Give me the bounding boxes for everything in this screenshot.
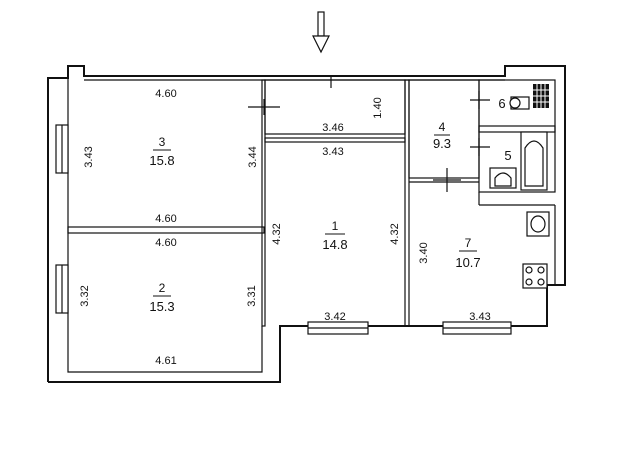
bathtub-icon: [520, 131, 548, 191]
dim-hall-width: 3.46: [322, 122, 343, 134]
dim-room1-left: 4.32: [271, 223, 283, 244]
kitchen-sink-icon: [526, 211, 550, 237]
dim-room1-right: 4.32: [389, 223, 401, 244]
room-3-area: 15.8: [149, 153, 174, 168]
room-4-number: 4: [439, 120, 446, 134]
door-markers: [248, 91, 490, 192]
room-2-number: 2: [159, 281, 166, 295]
room-5-number: 5: [504, 148, 511, 163]
dim-room1-bottom: 3.42: [324, 311, 345, 323]
room-1-area: 14.8: [322, 237, 347, 252]
room-7-number: 7: [465, 236, 472, 250]
dim-room3-left: 3.43: [83, 146, 95, 167]
room-6-number: 6: [498, 96, 505, 111]
dim-room2-left: 3.32: [79, 285, 91, 306]
dim-room3-right: 3.44: [247, 146, 259, 167]
sink-icon: [489, 167, 517, 189]
dim-room3-bottom: 4.60: [155, 213, 176, 225]
dim-room7-left: 3.40: [418, 242, 430, 263]
dim-room3-top: 4.60: [155, 88, 176, 100]
dim-room2-right: 3.31: [246, 285, 258, 306]
interior-walls: [67, 79, 556, 327]
outer-walls: [47, 65, 566, 383]
dim-hall-height: 1.40: [372, 97, 384, 118]
room-2-area: 15.3: [149, 299, 174, 314]
room-4-area: 9.3: [433, 136, 451, 151]
stove-icon: [522, 263, 548, 289]
dim-room1-top: 3.43: [322, 146, 343, 158]
dim-room2-bottom: 4.61: [155, 355, 176, 367]
toilet-icon: [509, 96, 530, 110]
room-3-number: 3: [159, 135, 166, 149]
room-7-area: 10.7: [455, 255, 480, 270]
dim-room7-bottom: 3.43: [469, 311, 490, 323]
dimension-labels: 4.60 3.43 3.44 4.60 4.60 3.32 3.31 4.61 …: [79, 88, 491, 367]
dim-room2-top: 4.60: [155, 237, 176, 249]
vent-grille-icon: [533, 84, 549, 108]
windows: [55, 124, 512, 335]
fixtures: [489, 84, 550, 289]
room-1-number: 1: [332, 219, 339, 233]
entrance-arrow-icon: [312, 11, 332, 88]
room-labels: 3 15.8 2 15.3 1 14.8 4 9.3 5 6 7 10.7: [149, 96, 511, 314]
